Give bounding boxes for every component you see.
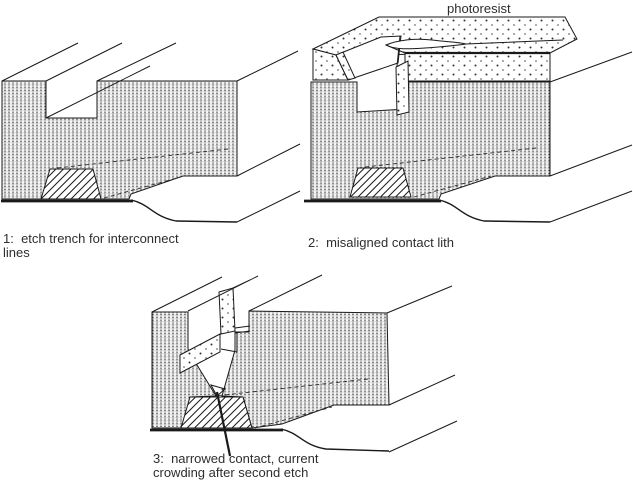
receding-edge-lines-3 xyxy=(151,274,458,453)
substrate-step-curve-1 xyxy=(130,199,238,223)
receding-edge-lines-2 xyxy=(549,51,633,223)
substrate-step-curve-3 xyxy=(280,428,390,452)
oxide-cross-section-1 xyxy=(1,80,238,200)
step3-caption-line1: 3: narrowed contact, current xyxy=(153,451,319,466)
step3-diagram: 3: narrowed contact, current crowding af… xyxy=(150,274,458,480)
photoresist-front-face-right xyxy=(404,52,551,82)
metal-interconnect-line-2 xyxy=(349,167,412,198)
step1-caption-line2: lines xyxy=(3,245,30,260)
trench-floor-ledge xyxy=(179,333,221,374)
oxide-cross-section-2 xyxy=(310,81,551,200)
step3-caption-line2: crowding after second etch xyxy=(153,465,308,480)
substrate-step-curve-2 xyxy=(438,199,551,223)
step1-diagram: 1: etch trench for interconnect lines xyxy=(1,42,301,260)
caption-leader-line xyxy=(215,391,232,457)
hidden-step-edges-1 xyxy=(56,148,229,199)
resist-sliver-in-trench xyxy=(395,60,410,116)
standing-resist-sliver xyxy=(218,287,236,335)
hidden-step-edges-3 xyxy=(196,378,369,429)
step1-caption-line1: 1: etch trench for interconnect xyxy=(3,231,179,246)
step2-diagram: photoresist 2: misaligned contact lith xyxy=(304,1,633,250)
ledge-bridge-lines xyxy=(220,325,251,353)
photoresist-label: photoresist xyxy=(447,1,511,16)
narrowed-contact-floor xyxy=(209,384,227,397)
step2-caption-line1: 2: misaligned contact lith xyxy=(308,235,454,250)
metal-interconnect-line-3 xyxy=(180,396,253,429)
receding-edge-lines-1 xyxy=(1,42,301,223)
resist-opening-sidewall xyxy=(335,51,356,81)
metal-interconnect-line-1 xyxy=(40,168,102,200)
hidden-step-edges-2 xyxy=(364,147,537,198)
crease-extension-lines xyxy=(385,39,564,54)
